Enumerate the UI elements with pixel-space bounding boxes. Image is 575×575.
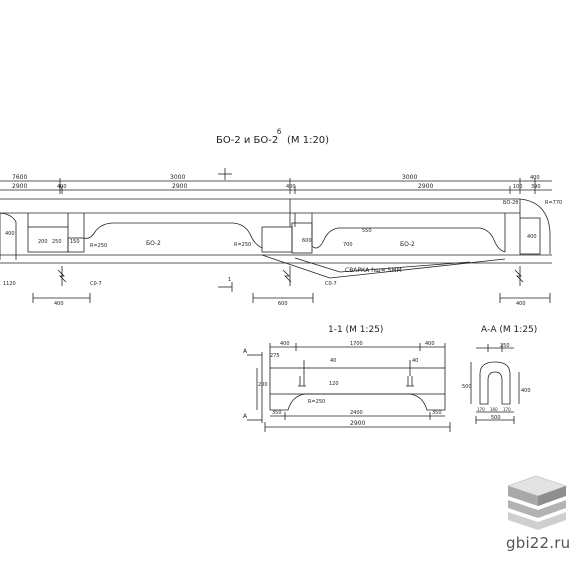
- label-r250-mid: R=250: [234, 242, 251, 248]
- section-aa-title: А-А (М 1:25): [481, 325, 537, 335]
- section-mark-top: [218, 168, 232, 180]
- dim-b600: 600: [278, 301, 288, 307]
- dim-400-a: 400: [57, 184, 67, 190]
- s11-d275: 275: [270, 353, 280, 359]
- label-weld: СВАРКА hш= 5ММ: [345, 267, 402, 274]
- s11-bot-mid: 2400: [350, 410, 363, 416]
- label-s07-left: С0-7: [90, 281, 102, 287]
- s11-d120: 120: [329, 381, 339, 387]
- dim-h400: 400: [5, 231, 15, 237]
- dim-100: 100: [513, 184, 523, 190]
- dim-h1120: 1120: [3, 281, 16, 287]
- dim-3000-right: 3000: [402, 174, 417, 181]
- dim-h400-right: 400: [527, 234, 537, 240]
- s11-h200: 200: [258, 382, 268, 388]
- logo-cube-icon: [507, 475, 567, 530]
- s11-bot-right: 350: [432, 410, 442, 416]
- section-aa-drawing: [470, 344, 520, 424]
- dim-h150: 150: [70, 239, 80, 245]
- bottom-dimension-lines: [32, 282, 551, 303]
- aa-b3: 170: [503, 407, 511, 412]
- dim-h200: 200: [38, 239, 48, 245]
- label-bo2-left: БО-2: [146, 240, 161, 247]
- label-r250-left: R=250: [90, 243, 107, 249]
- sleeve-markers: [57, 266, 524, 286]
- dim-400-c: 400: [530, 175, 540, 181]
- dim-b400-right: 400: [516, 301, 526, 307]
- aa-h500: 500: [462, 384, 472, 390]
- dim-390: 390: [531, 184, 541, 190]
- section-11-title: 1-1 (М 1:25): [328, 325, 383, 335]
- s11-mark-a-bottom: А: [243, 413, 248, 420]
- s11-mark-a-top: А: [243, 348, 248, 355]
- dim-h700: 700: [343, 242, 353, 248]
- drawing-title-superscript: б: [277, 128, 281, 136]
- dim-h600: 600: [302, 238, 312, 244]
- s11-top-mid: 1700: [350, 341, 363, 347]
- drawing-title-scale: (М 1:20): [287, 135, 329, 146]
- dim-2900-b: 2900: [172, 183, 187, 190]
- top-dimension-lines: [0, 178, 552, 194]
- dim-2900-c: 2900: [418, 183, 433, 190]
- aa-overall: 500: [491, 415, 501, 421]
- s11-bot-left: 350: [272, 410, 282, 416]
- dim-2900-a: 2900: [12, 183, 27, 190]
- dim-3000-left: 3000: [170, 174, 185, 181]
- label-s07-mid: С0-7: [325, 281, 337, 287]
- watermark-text: gbi22.ru: [506, 534, 571, 552]
- drawing-title: БО-2 и БО-2: [216, 135, 278, 146]
- s11-d40a: 40: [330, 358, 336, 364]
- dim-h550: 550: [362, 228, 372, 234]
- aa-b1: 170: [477, 407, 485, 412]
- aa-top: 250: [500, 343, 510, 349]
- dim-h250: 250: [52, 239, 62, 245]
- label-bo2-right: БО-2: [400, 241, 415, 248]
- s11-top-right: 400: [425, 341, 435, 347]
- dim-400-b: 400: [286, 184, 296, 190]
- label-bo2-6: БО-2б: [503, 200, 518, 206]
- s11-overall: 2900: [350, 420, 365, 427]
- s11-top-left: 400: [280, 341, 290, 347]
- label-r770: R=770: [545, 200, 562, 206]
- s11-d40b: 40: [412, 358, 418, 364]
- weld-lines: [261, 254, 506, 279]
- section-cut-label: 1: [228, 277, 231, 283]
- beam-elevation: [0, 198, 552, 264]
- dim-7600: 7600: [12, 174, 27, 181]
- s11-r250: R=250: [308, 399, 325, 405]
- aa-b2: 160: [490, 407, 498, 412]
- section-11-drawing: [247, 343, 451, 432]
- aa-h400: 400: [521, 388, 531, 394]
- dim-b400-left: 400: [54, 301, 64, 307]
